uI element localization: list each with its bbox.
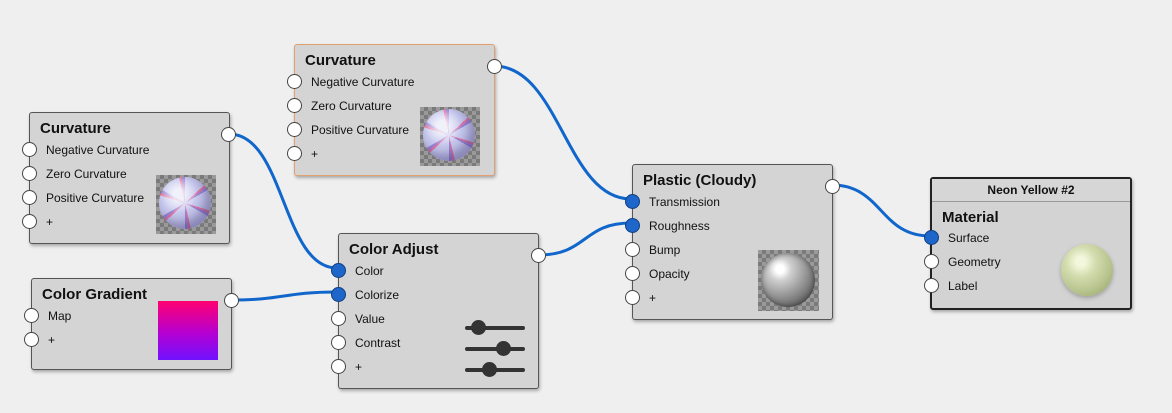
- node-title: Curvature: [40, 120, 111, 137]
- input-row-contrast[interactable]: Contrast: [331, 334, 409, 352]
- input-label: Zero Curvature: [311, 99, 392, 113]
- input-row-add[interactable]: +: [331, 358, 379, 376]
- input-port[interactable]: [22, 142, 37, 157]
- input-port[interactable]: [331, 311, 346, 326]
- node-title: Color Adjust: [349, 241, 439, 258]
- input-label: Surface: [948, 231, 990, 245]
- add-input-port[interactable]: [22, 214, 37, 229]
- input-port[interactable]: [331, 335, 346, 350]
- curvature-node-top[interactable]: Curvature Negative Curvature Zero Curvat…: [287, 44, 502, 176]
- input-row-geometry[interactable]: Geometry: [924, 253, 1012, 271]
- input-label: Value: [355, 312, 385, 326]
- input-port[interactable]: [331, 263, 346, 278]
- add-input-port[interactable]: [331, 359, 346, 374]
- input-label: Color: [355, 264, 384, 278]
- input-row-color[interactable]: Color: [331, 262, 399, 280]
- node-title: Color Gradient: [42, 286, 148, 303]
- add-input-port[interactable]: [287, 146, 302, 161]
- input-row-surface[interactable]: Surface: [924, 229, 1012, 247]
- input-label: Opacity: [649, 267, 690, 281]
- input-row-bump[interactable]: Bump: [625, 241, 693, 259]
- input-label: Transmission: [649, 195, 720, 209]
- input-port[interactable]: [625, 242, 640, 257]
- input-port[interactable]: [24, 308, 39, 323]
- material-node[interactable]: Neon Yellow #2 Material Surface Geometry…: [924, 177, 1132, 310]
- input-port[interactable]: [287, 122, 302, 137]
- add-input-label: +: [311, 147, 319, 161]
- input-label: Positive Curvature: [46, 191, 145, 205]
- input-port[interactable]: [625, 194, 640, 209]
- input-row-zero-curvature[interactable]: Zero Curvature: [287, 97, 415, 115]
- input-row-negative-curvature[interactable]: Negative Curvature: [287, 73, 415, 91]
- material-name-header: Neon Yellow #2: [932, 179, 1130, 202]
- input-label: Colorize: [355, 288, 400, 302]
- input-port[interactable]: [924, 230, 939, 245]
- input-label: Roughness: [649, 219, 710, 233]
- add-input-label: +: [355, 360, 363, 374]
- input-port[interactable]: [625, 266, 640, 281]
- input-label: Geometry: [948, 255, 1001, 269]
- input-row-add[interactable]: +: [625, 289, 673, 307]
- input-port[interactable]: [331, 287, 346, 302]
- input-row-positive-curvature[interactable]: Positive Curvature: [287, 121, 415, 139]
- sliders-icon: [463, 318, 527, 378]
- input-row-roughness[interactable]: Roughness: [625, 217, 733, 235]
- curvature-node-left[interactable]: Curvature Negative Curvature Zero Curvat…: [22, 112, 236, 244]
- plastic-sphere-preview-icon: [758, 250, 819, 311]
- input-port[interactable]: [22, 190, 37, 205]
- node-title: Curvature: [305, 52, 376, 69]
- add-input-label: +: [649, 291, 657, 305]
- input-row-value[interactable]: Value: [331, 310, 399, 328]
- input-port[interactable]: [22, 166, 37, 181]
- plastic-cloudy-node[interactable]: Plastic (Cloudy) Transmission Roughness …: [625, 164, 840, 320]
- input-label: Positive Curvature: [311, 123, 410, 137]
- input-label: Negative Curvature: [311, 75, 415, 89]
- input-row-colorize[interactable]: Colorize: [331, 286, 409, 304]
- add-input-port[interactable]: [24, 332, 39, 347]
- wire-gradient-to-colorize[interactable]: [229, 290, 339, 302]
- gradient-swatch: [158, 301, 218, 360]
- input-port[interactable]: [924, 278, 939, 293]
- input-port[interactable]: [287, 74, 302, 89]
- wire-curvature-to-color[interactable]: [227, 132, 339, 270]
- wire-coloradjust-to-roughness[interactable]: [536, 221, 633, 257]
- node-title: Material: [942, 209, 999, 226]
- wire-curvature-to-transmission[interactable]: [492, 64, 633, 201]
- output-port[interactable]: [531, 248, 546, 263]
- node-title: Plastic (Cloudy): [643, 172, 757, 189]
- curvature-sphere-preview-icon: [420, 107, 480, 166]
- wire-plastic-to-surface[interactable]: [830, 183, 932, 238]
- color-gradient-node[interactable]: Color Gradient Map +: [24, 278, 239, 370]
- input-row-positive-curvature[interactable]: Positive Curvature: [22, 189, 150, 207]
- input-row-add[interactable]: +: [24, 331, 72, 349]
- input-label: Negative Curvature: [46, 143, 150, 157]
- input-row-opacity[interactable]: Opacity: [625, 265, 703, 283]
- curvature-sphere-preview-icon: [156, 175, 216, 234]
- output-port[interactable]: [825, 179, 840, 194]
- input-label: Map: [48, 309, 72, 323]
- input-port[interactable]: [924, 254, 939, 269]
- input-label: Bump: [649, 243, 681, 257]
- color-adjust-node[interactable]: Color Adjust Color Colorize Value Contra…: [331, 233, 546, 389]
- add-input-label: +: [46, 215, 54, 229]
- input-label: Contrast: [355, 336, 401, 350]
- input-row-zero-curvature[interactable]: Zero Curvature: [22, 165, 150, 183]
- input-port[interactable]: [287, 98, 302, 113]
- input-row-add[interactable]: +: [22, 213, 70, 231]
- input-row-add[interactable]: +: [287, 145, 335, 163]
- input-row-negative-curvature[interactable]: Negative Curvature: [22, 141, 150, 159]
- input-row-transmission[interactable]: Transmission: [625, 193, 733, 211]
- output-port[interactable]: [487, 59, 502, 74]
- add-input-port[interactable]: [625, 290, 640, 305]
- material-sphere-preview-icon: [1061, 244, 1113, 296]
- input-label: Zero Curvature: [46, 167, 127, 181]
- input-label: Label: [948, 279, 978, 293]
- output-port[interactable]: [224, 293, 239, 308]
- input-row-label[interactable]: Label: [924, 277, 992, 295]
- input-port[interactable]: [625, 218, 640, 233]
- input-row-map[interactable]: Map: [24, 307, 92, 325]
- add-input-label: +: [48, 333, 56, 347]
- output-port[interactable]: [221, 127, 236, 142]
